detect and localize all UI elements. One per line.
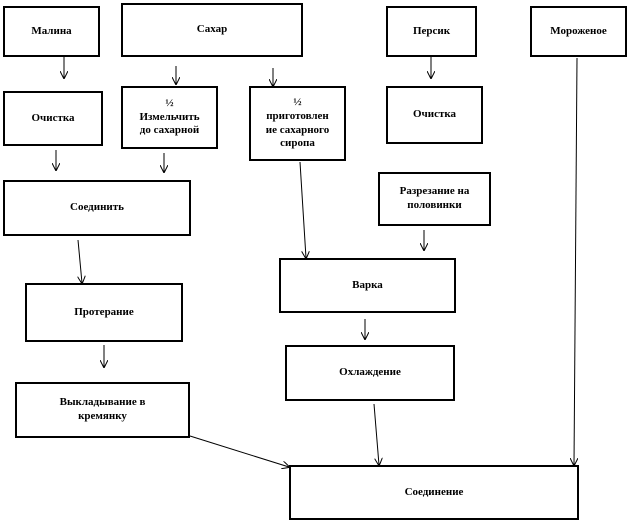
- box-proteranie: Протерание: [25, 283, 183, 342]
- box-malina: Малина: [3, 6, 100, 57]
- box-soedinenie: Соединение: [289, 465, 579, 520]
- box-persik: Персик: [386, 6, 477, 57]
- arrow-okhlazhdenie-soedinenie: [373, 403, 379, 465]
- box-ochistka-malina: Очистка: [3, 91, 103, 146]
- box-soedinit: Соединить: [3, 180, 191, 236]
- arrow-soedinit-proteranie: [78, 239, 82, 283]
- box-vykladyvanie: Выкладывание в кремянку: [15, 382, 190, 438]
- box-prigotovlenie-siropa: ½ приготовлен ие сахарного сиропа: [249, 86, 346, 161]
- box-razrezanie: Разрезание на половинки: [378, 172, 491, 226]
- box-izmelchit: ½ Измельчить до сахарной: [121, 86, 218, 149]
- box-okhlazhdenie: Охлаждение: [285, 345, 455, 401]
- arrow-prigotovlenie-varka: [299, 161, 306, 258]
- box-morozhenoe: Мороженое: [530, 6, 627, 57]
- arrow-morozhenoe-soedinenie: [574, 57, 577, 465]
- box-ochistka-persik: Очистка: [386, 86, 483, 144]
- box-varka: Варка: [279, 258, 456, 313]
- arrow-vykladyvanie-soedinenie: [189, 435, 289, 467]
- box-sakhar: Сахар: [121, 3, 303, 57]
